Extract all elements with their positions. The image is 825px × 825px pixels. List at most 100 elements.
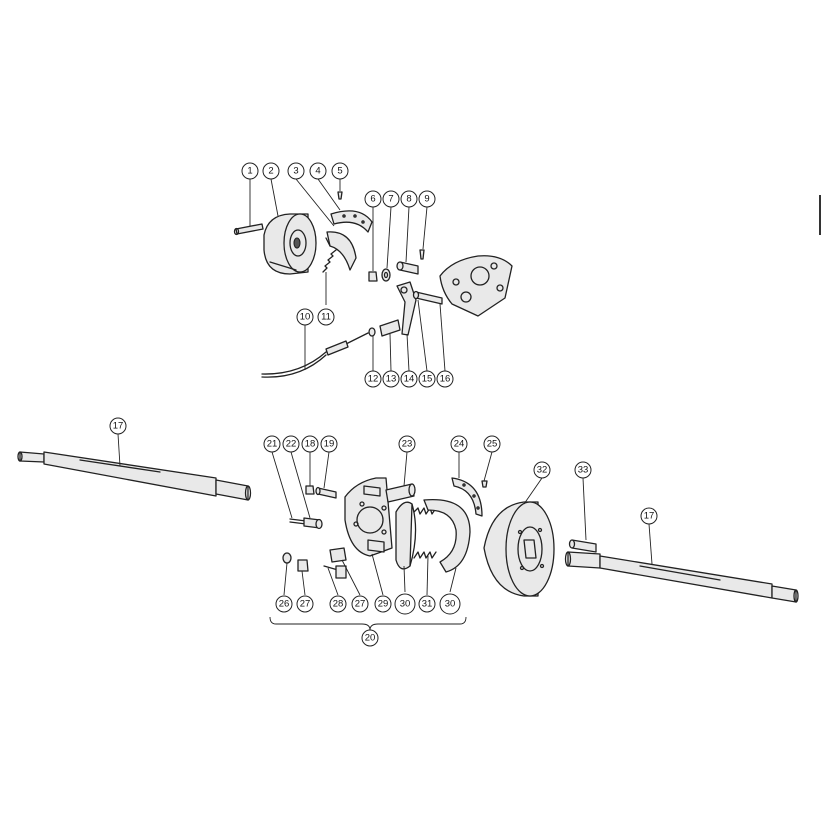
svg-text:27: 27 [300, 599, 311, 610]
svg-text:23: 23 [402, 439, 413, 450]
callout-2: 2 [262, 162, 280, 180]
svg-text:5: 5 [337, 166, 342, 177]
callout-12: 12 [364, 370, 382, 388]
part-lining [330, 210, 373, 233]
callout-23: 23 [398, 435, 416, 453]
callout-15: 15 [418, 370, 436, 388]
callout-31: 31 [418, 595, 436, 613]
callout-22: 22 [282, 435, 300, 453]
part-block [297, 559, 309, 572]
svg-text:14: 14 [404, 374, 415, 385]
callout-20-group: 20 [361, 629, 379, 647]
callout-11: 11 [317, 308, 335, 326]
svg-text:4: 4 [315, 166, 320, 177]
callout-28: 28 [329, 595, 347, 613]
callouts: 1 2 3 4 5 6 7 8 9 10 11 12 13 14 15 16 1… [109, 162, 658, 647]
part-washer [381, 268, 391, 282]
callout-26: 26 [275, 595, 293, 613]
svg-text:30: 30 [400, 599, 411, 610]
svg-text:17: 17 [113, 421, 124, 432]
svg-text:26: 26 [279, 599, 290, 610]
callout-5: 5 [331, 162, 349, 180]
callout-16: 16 [436, 370, 454, 388]
leader-lines [117, 178, 653, 631]
part-adjuster [323, 565, 347, 579]
part-pin [233, 223, 264, 236]
svg-text:6: 6 [370, 194, 375, 205]
callout-3: 3 [287, 162, 305, 180]
callout-29: 29 [374, 595, 392, 613]
callout-14: 14 [400, 370, 418, 388]
part-backing-plate-upper [439, 255, 513, 317]
callout-10: 10 [296, 308, 314, 326]
part-adjuster-nut [282, 552, 292, 564]
part-stud [315, 486, 337, 499]
callout-1: 1 [241, 162, 259, 180]
part-cable [261, 332, 369, 378]
callout-4: 4 [309, 162, 327, 180]
part-brake-shoe [325, 231, 357, 271]
part-small-nut [305, 485, 315, 495]
svg-text:8: 8 [406, 194, 411, 205]
callout-24: 24 [450, 435, 468, 453]
part-bushing [396, 261, 419, 275]
callout-13: 13 [382, 370, 400, 388]
callout-25: 25 [483, 435, 501, 453]
callout-27-right: 27 [351, 595, 369, 613]
callout-17-right: 17 [640, 507, 658, 525]
callout-9: 9 [418, 190, 436, 208]
svg-text:27: 27 [355, 599, 366, 610]
callout-21: 21 [263, 435, 281, 453]
svg-text:7: 7 [388, 194, 393, 205]
svg-text:11: 11 [321, 312, 331, 323]
svg-text:9: 9 [424, 194, 429, 205]
callout-30-right: 30 [439, 593, 461, 615]
callout-18: 18 [301, 435, 319, 453]
svg-text:18: 18 [305, 439, 316, 450]
part-brake-shoe-right [423, 498, 471, 573]
svg-text:15: 15 [422, 374, 433, 385]
part-rivet-lower [481, 480, 488, 488]
part-rivet [337, 191, 343, 200]
part-axle-shaft-left [17, 451, 252, 501]
svg-text:33: 33 [578, 465, 589, 476]
callout-30-left: 30 [394, 593, 416, 615]
callout-33: 33 [574, 461, 592, 479]
lower-assembly [17, 451, 799, 603]
part-backing-plate [344, 477, 393, 557]
part-bolt [303, 517, 323, 530]
part-lining-lower [451, 477, 483, 517]
callout-6: 6 [364, 190, 382, 208]
svg-text:19: 19 [324, 439, 335, 450]
callout-19: 19 [320, 435, 338, 453]
part-lever-pin [412, 290, 443, 305]
svg-text:10: 10 [300, 312, 311, 323]
part-screw [419, 249, 425, 260]
part-block-2 [329, 547, 347, 563]
svg-text:25: 25 [487, 439, 498, 450]
part-brake-drum [263, 213, 317, 275]
svg-text:13: 13 [386, 374, 397, 385]
part-nut [368, 271, 378, 282]
svg-text:3: 3 [293, 166, 298, 177]
callout-27-left: 27 [296, 595, 314, 613]
svg-text:20: 20 [365, 633, 376, 644]
callout-32: 32 [533, 461, 551, 479]
svg-text:24: 24 [454, 439, 465, 450]
part-clevis [368, 319, 401, 337]
svg-text:29: 29 [378, 599, 389, 610]
part-axle-shaft-right [564, 551, 799, 603]
upper-assembly [233, 191, 513, 378]
svg-text:32: 32 [537, 465, 548, 476]
svg-text:30: 30 [445, 599, 456, 610]
callout-17-left: 17 [109, 417, 127, 435]
svg-text:1: 1 [247, 166, 252, 177]
callout-8: 8 [400, 190, 418, 208]
callout-7: 7 [382, 190, 400, 208]
svg-text:31: 31 [422, 599, 433, 610]
part-spring [322, 249, 337, 273]
part-lever [396, 281, 417, 336]
part-return-springs [413, 507, 437, 559]
part-wheel-cylinder [385, 483, 416, 503]
